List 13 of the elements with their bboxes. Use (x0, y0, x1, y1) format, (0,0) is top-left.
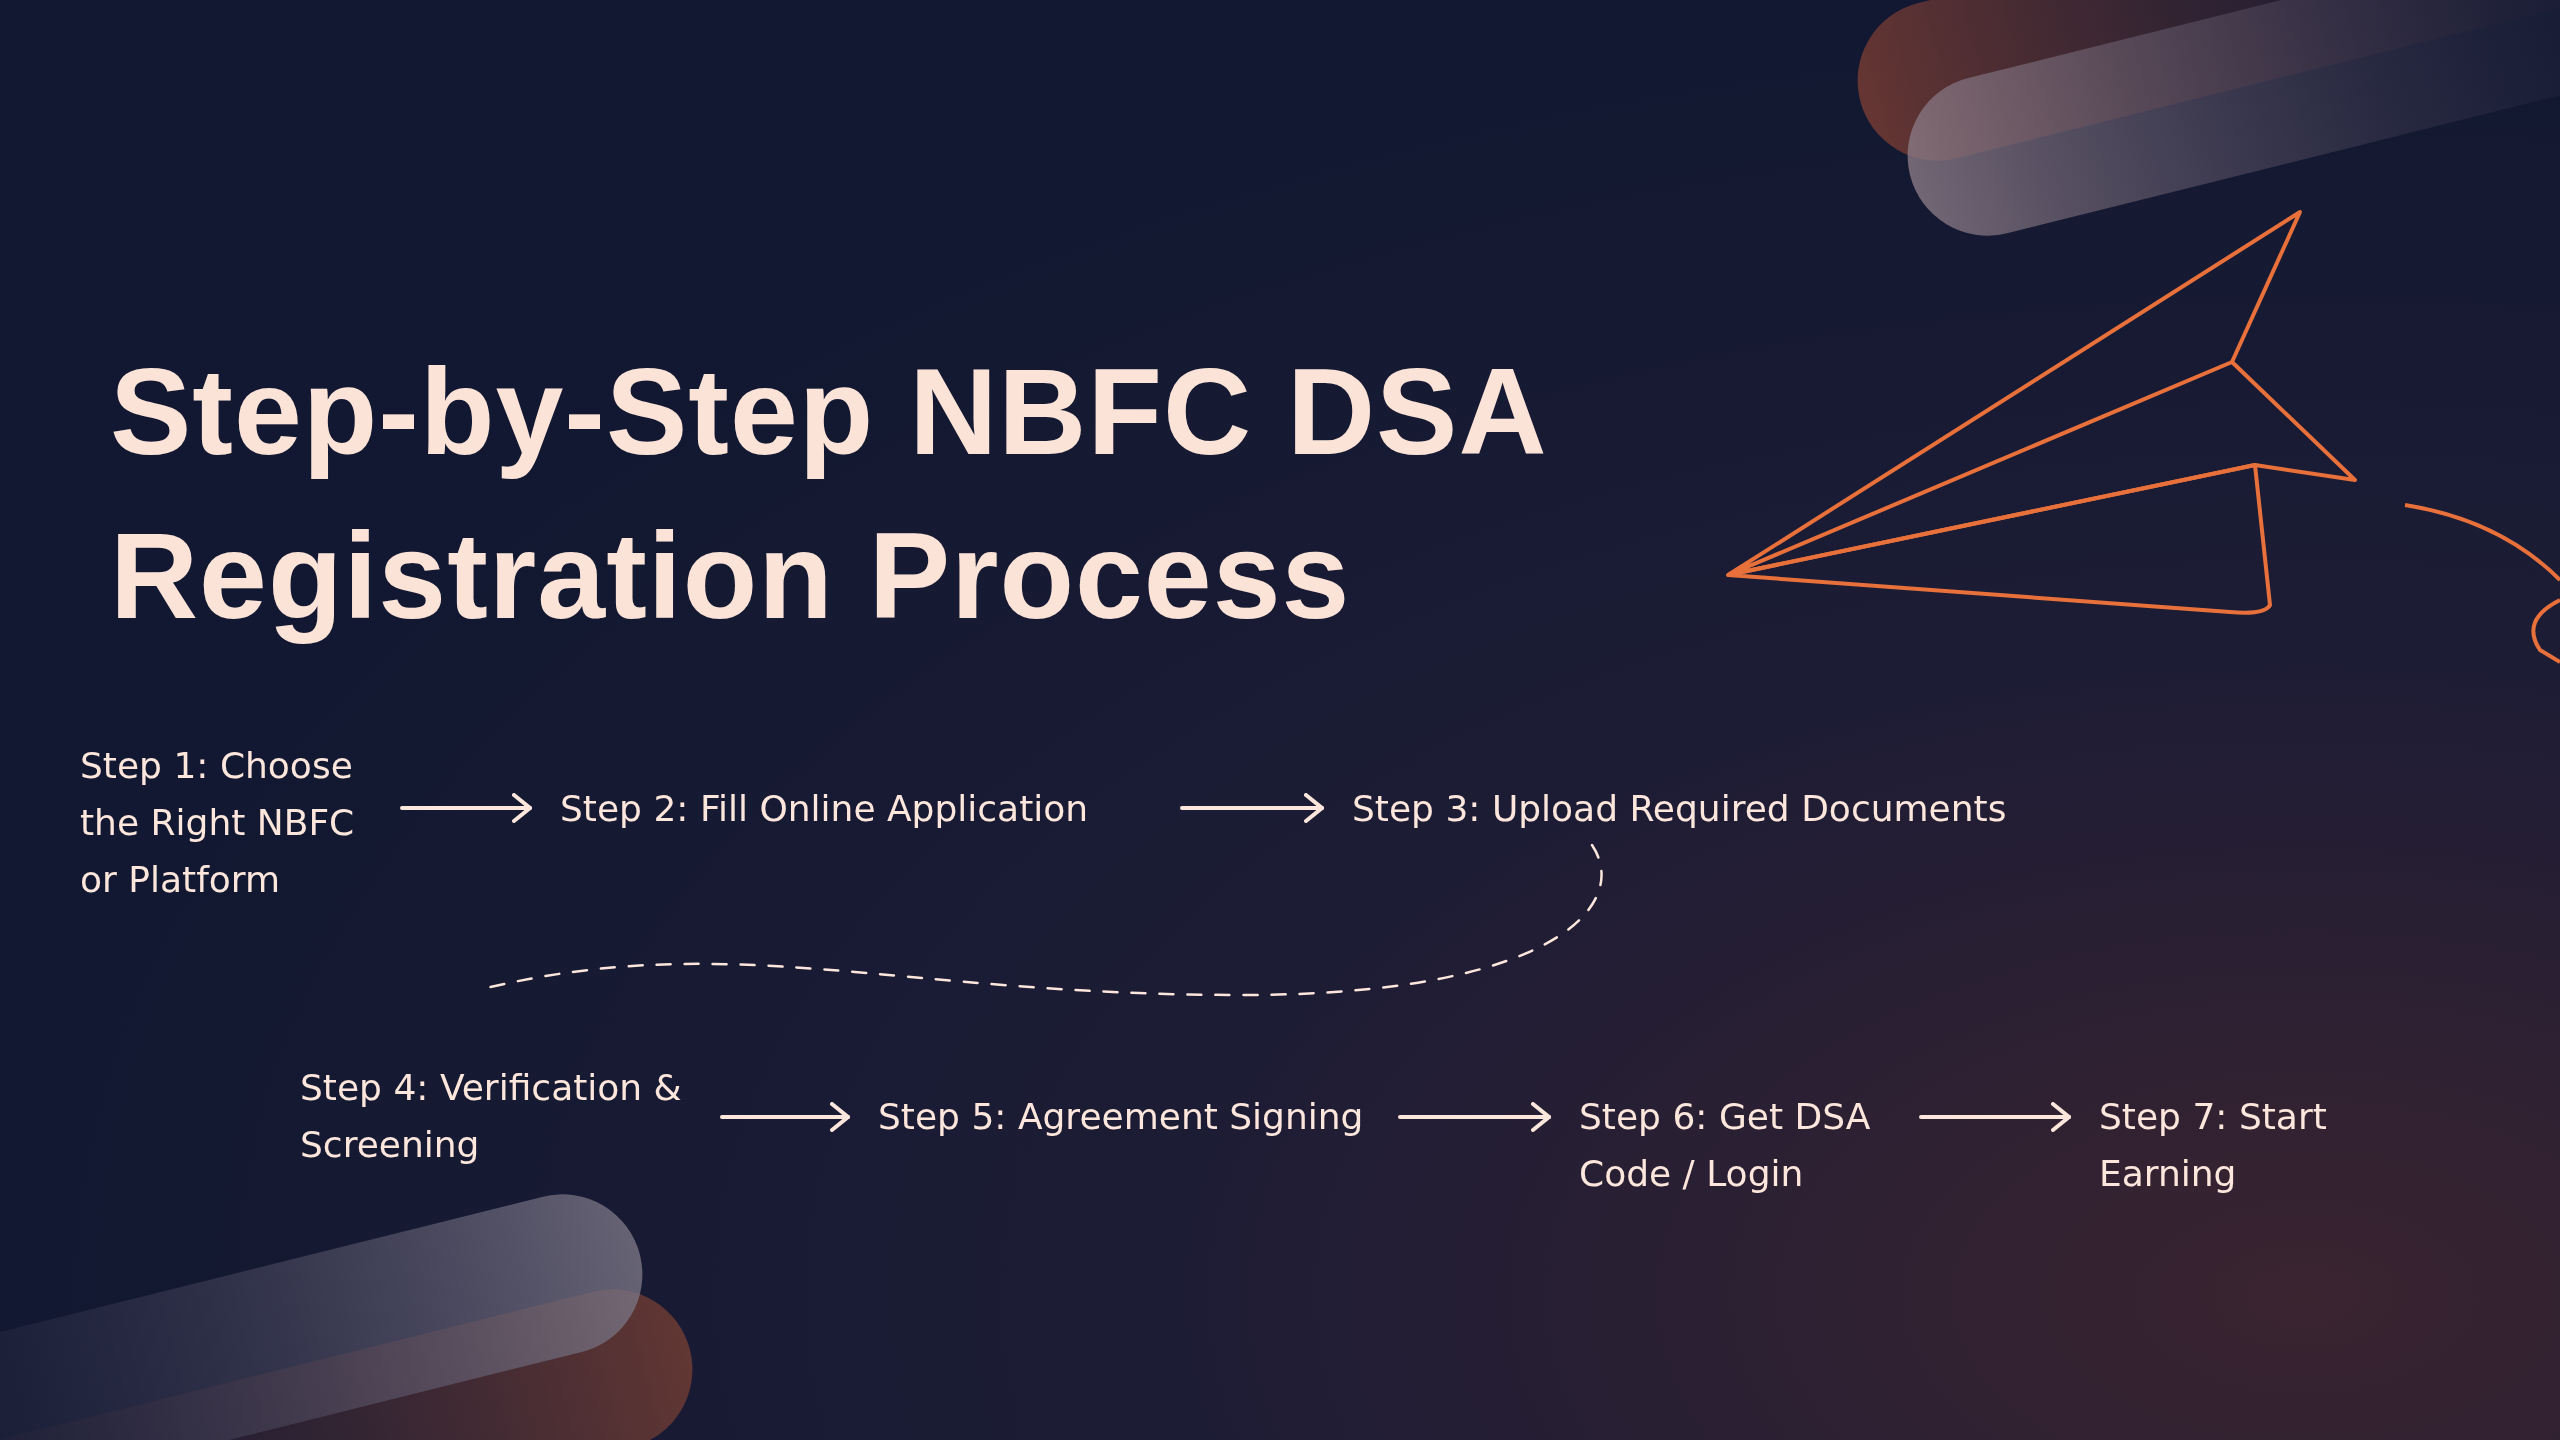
arrow (1919, 1102, 2071, 1132)
arrow (400, 793, 532, 823)
step-label: Step 5: Agreement Signing (878, 1096, 1364, 1137)
step-label: Step 3: Upload Required Documents (1352, 788, 2007, 829)
arrow (1180, 793, 1324, 823)
arrow (1398, 1102, 1551, 1132)
step-label: Step 6: Get DSA Code / Login (1579, 1096, 1871, 1194)
step-label: Step 7: Start Earning (2099, 1096, 2327, 1194)
step-label: Step 4: Verification & Screening (300, 1067, 682, 1165)
arrow (720, 1102, 850, 1132)
step-label: Step 1: Choose the Right NBFC or Platform (80, 745, 355, 900)
title: Step-by-Step NBFC DSA Registration Process (110, 343, 1545, 646)
step-label: Step 2: Fill Online Application (560, 788, 1089, 829)
